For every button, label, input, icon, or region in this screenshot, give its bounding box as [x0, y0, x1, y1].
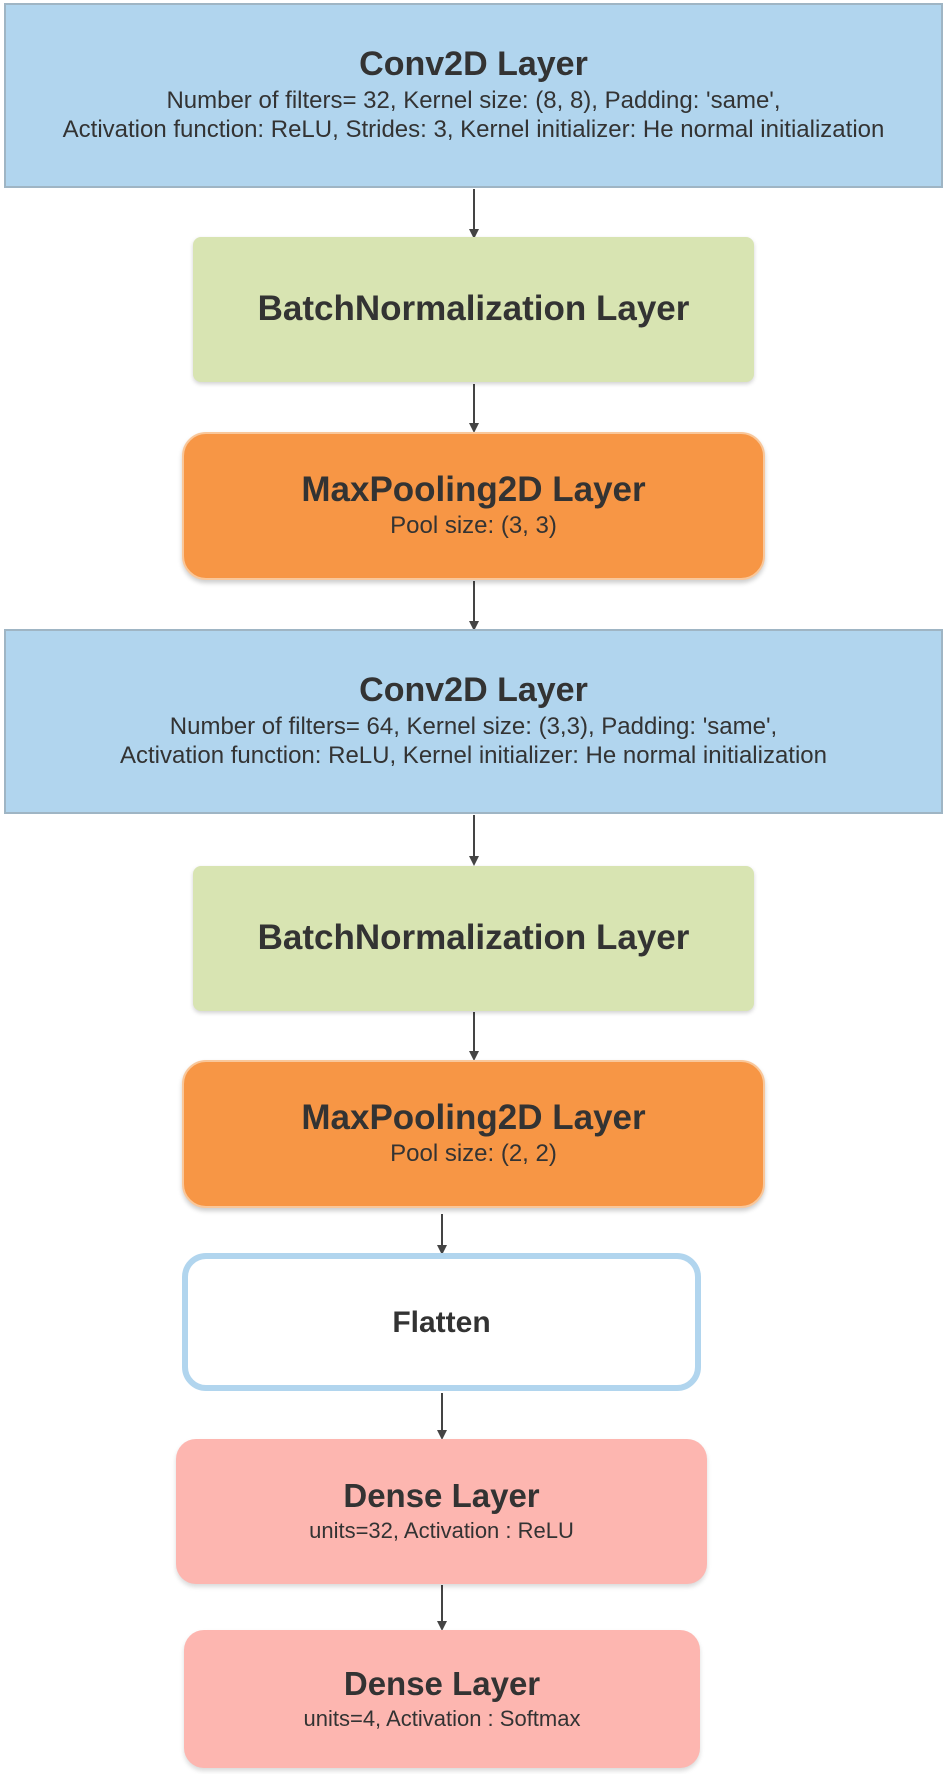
layer-title: MaxPooling2D Layer [301, 470, 646, 510]
layer-title: MaxPooling2D Layer [301, 1098, 646, 1138]
layer-desc-line1: Number of filters= 64, Kernel size: (3,3… [169, 713, 778, 741]
dense-layer-1: Dense Layer units=32, Activation : ReLU [176, 1439, 707, 1584]
dense-layer-2: Dense Layer units=4, Activation : Softma… [184, 1630, 700, 1768]
layer-desc-line2: Activation function: ReLU, Strides: 3, K… [62, 116, 885, 144]
layer-title: Conv2D Layer [359, 45, 588, 83]
layer-title: Conv2D Layer [359, 671, 588, 709]
layer-title: Dense Layer [343, 1664, 541, 1702]
batchnorm-layer-2: BatchNormalization Layer [193, 866, 754, 1011]
conv2d-layer-1: Conv2D Layer Number of filters= 32, Kern… [4, 3, 943, 188]
layer-title: Flatten [392, 1305, 491, 1339]
layer-desc: Pool size: (2, 2) [390, 1139, 557, 1167]
layer-desc: units=32, Activation : ReLU [309, 1518, 574, 1544]
layer-title: Dense Layer [343, 1477, 540, 1515]
layer-desc: units=4, Activation : Softmax [303, 1705, 581, 1731]
maxpool-layer-2: MaxPooling2D Layer Pool size: (2, 2) [182, 1060, 765, 1208]
batchnorm-layer-1: BatchNormalization Layer [193, 237, 754, 382]
layer-desc-line2: Activation function: ReLU, Kernel initia… [120, 742, 827, 770]
conv2d-layer-2: Conv2D Layer Number of filters= 64, Kern… [4, 629, 943, 814]
maxpool-layer-1: MaxPooling2D Layer Pool size: (3, 3) [182, 432, 765, 580]
layer-title: BatchNormalization Layer [257, 289, 690, 329]
layer-desc-line1: Number of filters= 32, Kernel size: (8, … [166, 87, 781, 115]
layer-title: BatchNormalization Layer [257, 918, 690, 958]
layer-desc: Pool size: (3, 3) [390, 511, 557, 539]
flatten-layer: Flatten [182, 1253, 701, 1391]
